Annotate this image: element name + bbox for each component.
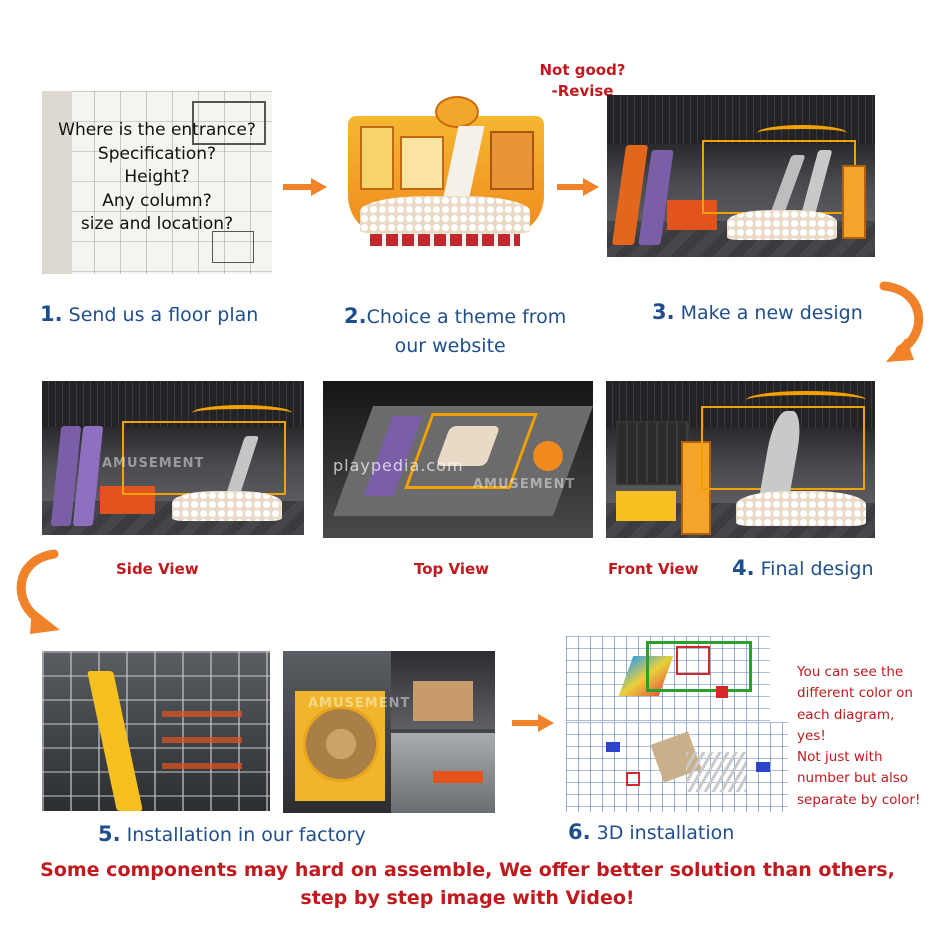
step-4-number: 4. <box>732 556 755 580</box>
step-5-caption: 5. Installation in our factory <box>98 822 366 846</box>
watermark: AMUSEMENT <box>308 696 411 711</box>
top-view-label: Top View <box>414 560 490 578</box>
arrow-right-icon <box>557 178 599 196</box>
curved-arrow-down-icon <box>16 549 60 634</box>
new-design-image <box>607 95 875 257</box>
side-view-image: AMUSEMENT <box>42 381 304 535</box>
theme-image <box>340 96 550 256</box>
front-view-image <box>606 381 875 538</box>
question-entrance: Where is the entrance? <box>58 120 256 140</box>
step-5-label: Installation in our factory <box>126 824 366 846</box>
note-line: yes! <box>797 727 826 744</box>
question-height: Height? <box>124 167 190 187</box>
step-4-caption: 4. Final design <box>732 556 874 580</box>
factory-installation-image-2: AMUSEMENT <box>283 651 495 813</box>
front-view-label: Front View <box>608 560 699 578</box>
note-line: different color on <box>797 685 913 702</box>
watermark: AMUSEMENT <box>473 477 576 492</box>
arrow-right-icon <box>512 714 554 732</box>
top-view-image: playpedia.com AMUSEMENT <box>323 381 593 538</box>
question-column: Any column? <box>102 190 212 211</box>
step-6-caption: 6. 3D installation <box>568 820 734 844</box>
note-line: Not just with <box>797 749 883 766</box>
step-1-number: 1. <box>40 302 63 326</box>
step-6-label: 3D installation <box>596 822 735 844</box>
3d-diagram-top <box>566 636 770 721</box>
step-2-label-line-2: our website <box>394 335 506 357</box>
factory-installation-image-1 <box>42 651 270 811</box>
revise-line-1: Not good? <box>539 61 626 79</box>
step-2-label-line-1: Choice a theme from <box>366 306 567 328</box>
revise-line-2: -Revise <box>551 82 614 100</box>
note-line: separate by color! <box>797 791 921 808</box>
bottom-message-line-1: Some components may hard on assemble, We… <box>40 859 895 881</box>
step-2-number: 2. <box>344 304 367 328</box>
step-2-caption: 2.Choice a theme from our website <box>344 302 566 361</box>
question-size-location: size and location? <box>80 214 234 234</box>
step-1-caption: 1. Send us a floor plan <box>40 302 258 326</box>
floor-plan-image: Where is the entrance? Specification? He… <box>42 91 272 274</box>
revise-label: Not good? -Revise <box>530 60 635 102</box>
arrow-right-icon <box>283 178 327 196</box>
step-6-number: 6. <box>568 820 591 844</box>
note-line: You can see the <box>797 664 904 680</box>
step-5-number: 5. <box>98 822 121 846</box>
question-specification: Specification? <box>97 143 217 164</box>
note-line: each diagram, <box>797 706 895 723</box>
3d-diagram-bottom <box>566 722 788 812</box>
watermark: playpedia.com <box>333 456 464 475</box>
step-3-number: 3. <box>652 300 675 324</box>
bottom-message-line-2: step by step image with Video! <box>300 887 635 909</box>
step-3-label: Make a new design <box>680 302 863 324</box>
note-line: number but also <box>797 770 909 787</box>
side-view-label: Side View <box>116 560 199 578</box>
step-1-label: Send us a floor plan <box>68 304 259 326</box>
floor-plan-questions: Where is the entrance? Specification? He… <box>42 119 272 237</box>
step-4-label: Final design <box>760 558 874 580</box>
step-3-caption: 3. Make a new design <box>652 300 863 324</box>
color-note: You can see the different color on each … <box>797 662 920 811</box>
curved-arrow-down-icon <box>879 281 924 362</box>
watermark: AMUSEMENT <box>102 456 205 471</box>
